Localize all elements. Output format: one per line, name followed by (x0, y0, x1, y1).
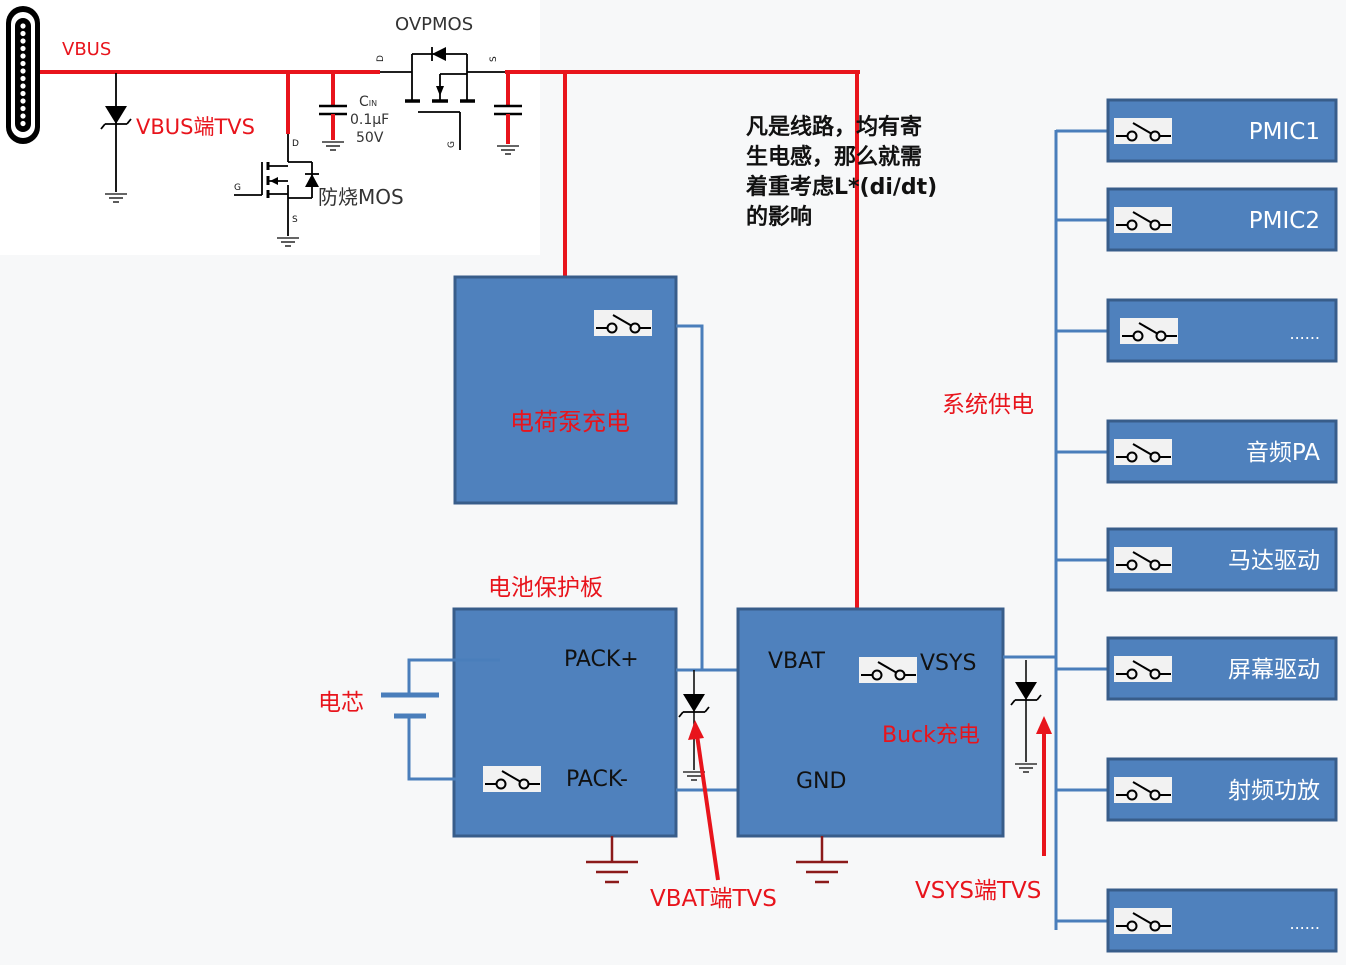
connector-pin (20, 75, 26, 82)
parasitic-inductance-note: 凡是线路，均有寄 生电感，那么就需 着重考虑L*(di/dt) 的影响 (745, 114, 937, 230)
anti-burn-mos-label: 防烧MOS (318, 185, 404, 209)
load-block: 马达驱动 (1056, 527, 1338, 592)
charge-pump-switch-icon (593, 309, 653, 337)
cin-value: 0.1μF (350, 112, 389, 128)
load-block: 屏幕驱动 (1056, 636, 1338, 701)
load-label: ...... (1289, 914, 1320, 933)
connector-pin (20, 120, 26, 127)
load-switch-icon (1119, 317, 1179, 345)
input-capacitor-icon (319, 72, 347, 151)
connector-pin (20, 30, 26, 37)
protection-board-block: PACK+ PACK- (452, 607, 678, 838)
load-block-box (1106, 98, 1338, 163)
vsys-tvs-arrow (1036, 716, 1052, 856)
connector-pin (20, 83, 26, 89)
load-block: PMIC2 (1056, 187, 1338, 252)
note-line-4: 的影响 (746, 204, 812, 230)
load-block: ...... (1056, 888, 1338, 953)
load-label: PMIC1 (1249, 119, 1320, 145)
load-block: 音频PA (1056, 419, 1338, 484)
vbus-tvs-diode-icon (100, 73, 132, 203)
pack-plus-label: PACK+ (564, 647, 639, 672)
connector-pin (20, 23, 26, 29)
output-capacitor-icon (494, 70, 860, 155)
battery-cell-icon (381, 658, 500, 781)
cin-subscript: IN (369, 99, 377, 108)
protection-board-label: 电池保护板 (488, 575, 603, 601)
load-switch-icon (1113, 655, 1173, 683)
buck-gnd-label: GND (796, 769, 846, 794)
input-stage-background (0, 0, 540, 255)
connector-pin (20, 38, 26, 44)
load-label: ...... (1289, 324, 1320, 343)
vbus-tvs-label: VBUS端TVS (136, 115, 255, 139)
vbat-tvs-diode-icon (678, 670, 710, 781)
load-label: 马达驱动 (1228, 548, 1320, 574)
load-label: PMIC2 (1249, 208, 1320, 234)
load-label: 音频PA (1246, 440, 1320, 466)
load-label: 射频功放 (1228, 778, 1320, 804)
ovp-mos-label: OVPMOS (395, 14, 473, 35)
connector-pin (20, 98, 26, 104)
load-switch-icon (1113, 117, 1173, 145)
anti-burn-mos-pin-d: D (292, 139, 299, 149)
buck-vbat-label: VBAT (768, 649, 825, 674)
anti-burn-mos-pin-s: S (292, 215, 298, 225)
buck-switch-icon (858, 656, 918, 684)
load-switch-icon (1113, 546, 1173, 574)
buck-vsys-label: VSYS (920, 651, 976, 676)
load-block: 射频功放 (1056, 757, 1338, 822)
connector-pin (20, 68, 26, 74)
vbat-tvs-arrow (688, 720, 720, 881)
system-supply-label: 系统供电 (942, 392, 1034, 418)
connector-pin (20, 45, 26, 52)
connector-pin (20, 105, 26, 112)
vsys-tvs-label: VSYS端TVS (915, 878, 1041, 904)
cin-name: C (359, 94, 369, 110)
note-line-2: 生电感，那么就需 (746, 144, 922, 170)
load-switch-icon (1113, 776, 1173, 804)
usb-c-connector-icon (6, 6, 40, 144)
vsys-tvs-diode-icon (1010, 660, 1042, 773)
battery-cell-label: 电芯 (318, 690, 364, 716)
charge-pump-label: 电荷泵充电 (510, 408, 630, 436)
ovp-mos-pin-g: G (447, 141, 457, 148)
load-switch-icon (1113, 206, 1173, 234)
vbat-tvs-label: VBAT端TVS (650, 886, 777, 912)
connector-pin (20, 90, 26, 97)
buck-ground-icon (794, 836, 850, 884)
ovp-mos-pin-d: D (376, 55, 386, 62)
protection-switch-icon (482, 765, 542, 793)
connector-pin (20, 113, 26, 119)
charge-pump-output-line (676, 324, 704, 670)
load-block: ...... (1056, 298, 1338, 363)
pack-minus-label: PACK- (566, 767, 628, 792)
buck-label: Buck充电 (882, 723, 980, 748)
ovp-mos-pin-s: S (489, 56, 499, 62)
cin-label: CIN (359, 94, 377, 110)
note-line-1: 凡是线路，均有寄 (746, 114, 922, 140)
anti-burn-mos-pin-g: G (234, 183, 241, 193)
load-switch-icon (1113, 438, 1173, 466)
load-label: 屏幕驱动 (1228, 657, 1320, 683)
load-switch-icon (1113, 907, 1173, 935)
anti-burn-mosfet-icon (234, 72, 319, 247)
protection-ground-icon (584, 836, 640, 884)
connector-pin (20, 53, 26, 59)
connector-pin (20, 60, 26, 67)
vbus-label: VBUS (62, 39, 111, 60)
load-block: PMIC1 (1056, 98, 1338, 163)
ovp-mosfet-icon (380, 47, 505, 150)
cin-voltage: 50V (356, 130, 384, 146)
note-line-3: 着重考虑L*(di/dt) (745, 174, 937, 200)
charge-pump-block: 电荷泵充电 (453, 275, 678, 505)
buck-charger-block: VBAT VSYS GND Buck充电 (736, 607, 1005, 838)
